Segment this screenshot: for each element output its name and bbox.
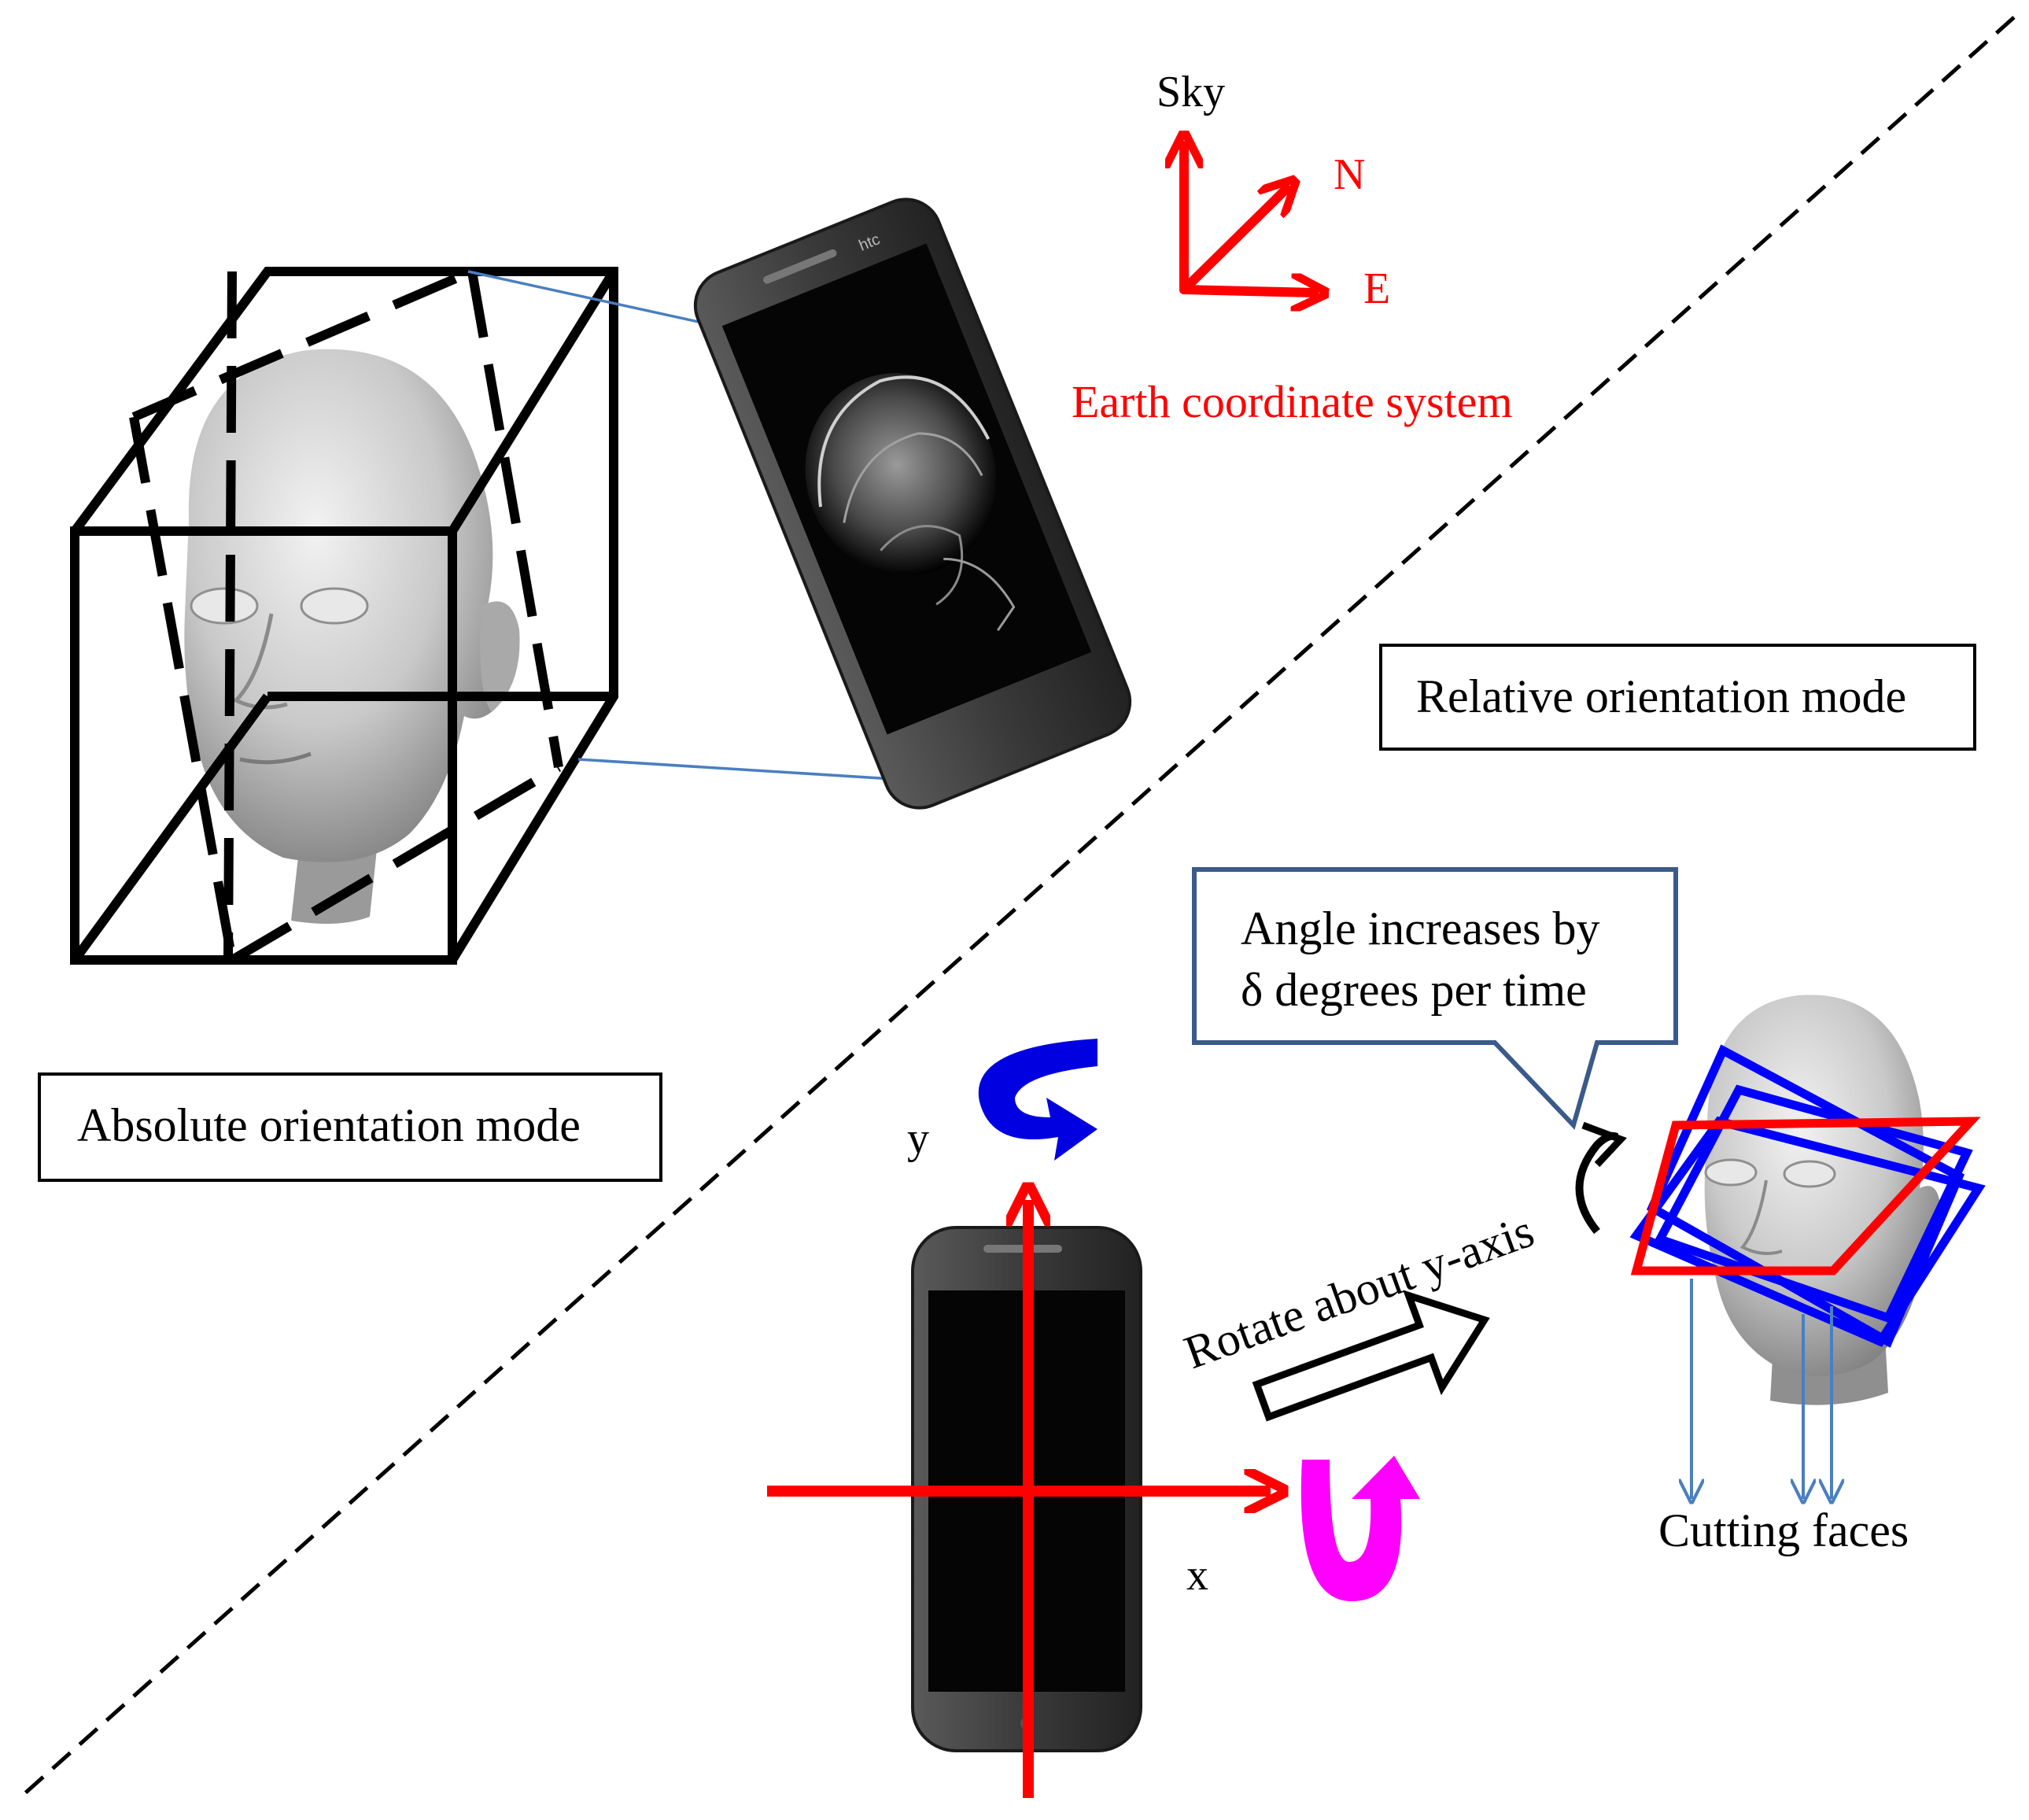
relative-mode-label: Relative orientation mode: [1416, 670, 1906, 722]
rotate-y-arrow-icon: [978, 1039, 1098, 1161]
angle-callout: [1192, 867, 1678, 1130]
cutting-plane-dashed: [129, 267, 563, 965]
wireframe-box: [70, 267, 618, 965]
rotate-block-arrow-icon: [1252, 1290, 1490, 1422]
east-label: E: [1363, 264, 1390, 313]
absolute-mode-box: [38, 1072, 662, 1182]
sky-label: Sky: [1157, 68, 1225, 116]
brain-scan-icon: [805, 373, 1016, 632]
connector-line-top: [467, 270, 739, 332]
absolute-mode-label: Absolute orientation mode: [77, 1099, 581, 1151]
cutting-face-arrows: [1691, 1279, 1832, 1499]
rotate-x-arrow-icon: [1300, 1456, 1420, 1601]
x-axis-label: x: [1186, 1551, 1208, 1600]
head-icon: [1704, 995, 1940, 1405]
earth-system-label: Earth coordinate system: [1072, 376, 1513, 427]
head-icon: [184, 349, 520, 924]
angle-callout-line2: δ degrees per time: [1241, 964, 1587, 1016]
relative-mode-box: [1379, 644, 1976, 751]
connector-line-bottom: [577, 758, 894, 781]
north-label: N: [1334, 150, 1365, 199]
smartphone-icon: htc: [693, 198, 1132, 810]
divider-line: [18, 16, 2016, 1800]
phone-axes: [767, 1200, 1271, 1798]
earth-axes: [1184, 146, 1314, 293]
angle-callout-line1: Angle increases by: [1241, 903, 1600, 954]
y-axis-label: y: [907, 1114, 929, 1163]
plane-rotation-arrow-head: [1581, 1121, 1627, 1168]
cutting-faces-label: Cutting faces: [1658, 1504, 1909, 1556]
cutting-planes: [1629, 1044, 1986, 1348]
